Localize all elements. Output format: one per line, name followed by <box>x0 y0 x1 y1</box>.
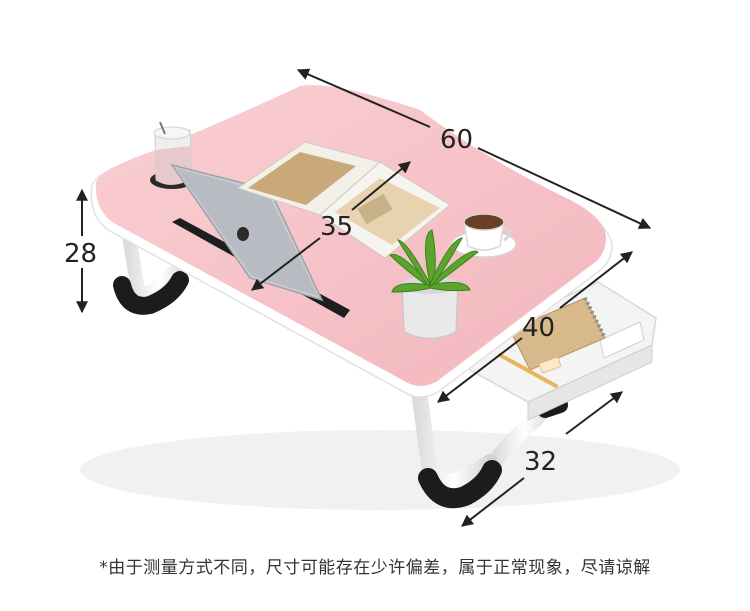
dimension-drawer: 40 <box>437 251 633 403</box>
potted-plant <box>389 229 479 340</box>
apple-logo-icon <box>237 227 249 241</box>
open-magazine <box>236 141 451 259</box>
pencil <box>498 353 558 388</box>
dimension-width-label: 35 <box>320 212 353 242</box>
drawer <box>469 281 657 421</box>
dimension-leg-span-label: 32 <box>524 447 557 477</box>
dimension-height-label: 28 <box>64 239 97 269</box>
coffee-cup <box>451 213 517 258</box>
measurement-disclaimer: *由于测量方式不同，尺寸可能存在少许偏差，属于正常现象，尽请谅解 <box>99 558 651 578</box>
front-leg <box>410 377 502 509</box>
back-left-leg <box>113 223 197 315</box>
eraser <box>538 356 562 374</box>
dimension-length-label: 60 <box>440 125 473 155</box>
dimension-height: 28 <box>64 188 97 314</box>
dimension-drawer-label: 40 <box>522 313 555 343</box>
dimension-leg-span: 32 <box>461 391 623 527</box>
dimension-width: 35 <box>251 161 411 291</box>
ground-shadow <box>80 430 680 510</box>
dimension-length: 60 <box>296 68 652 229</box>
